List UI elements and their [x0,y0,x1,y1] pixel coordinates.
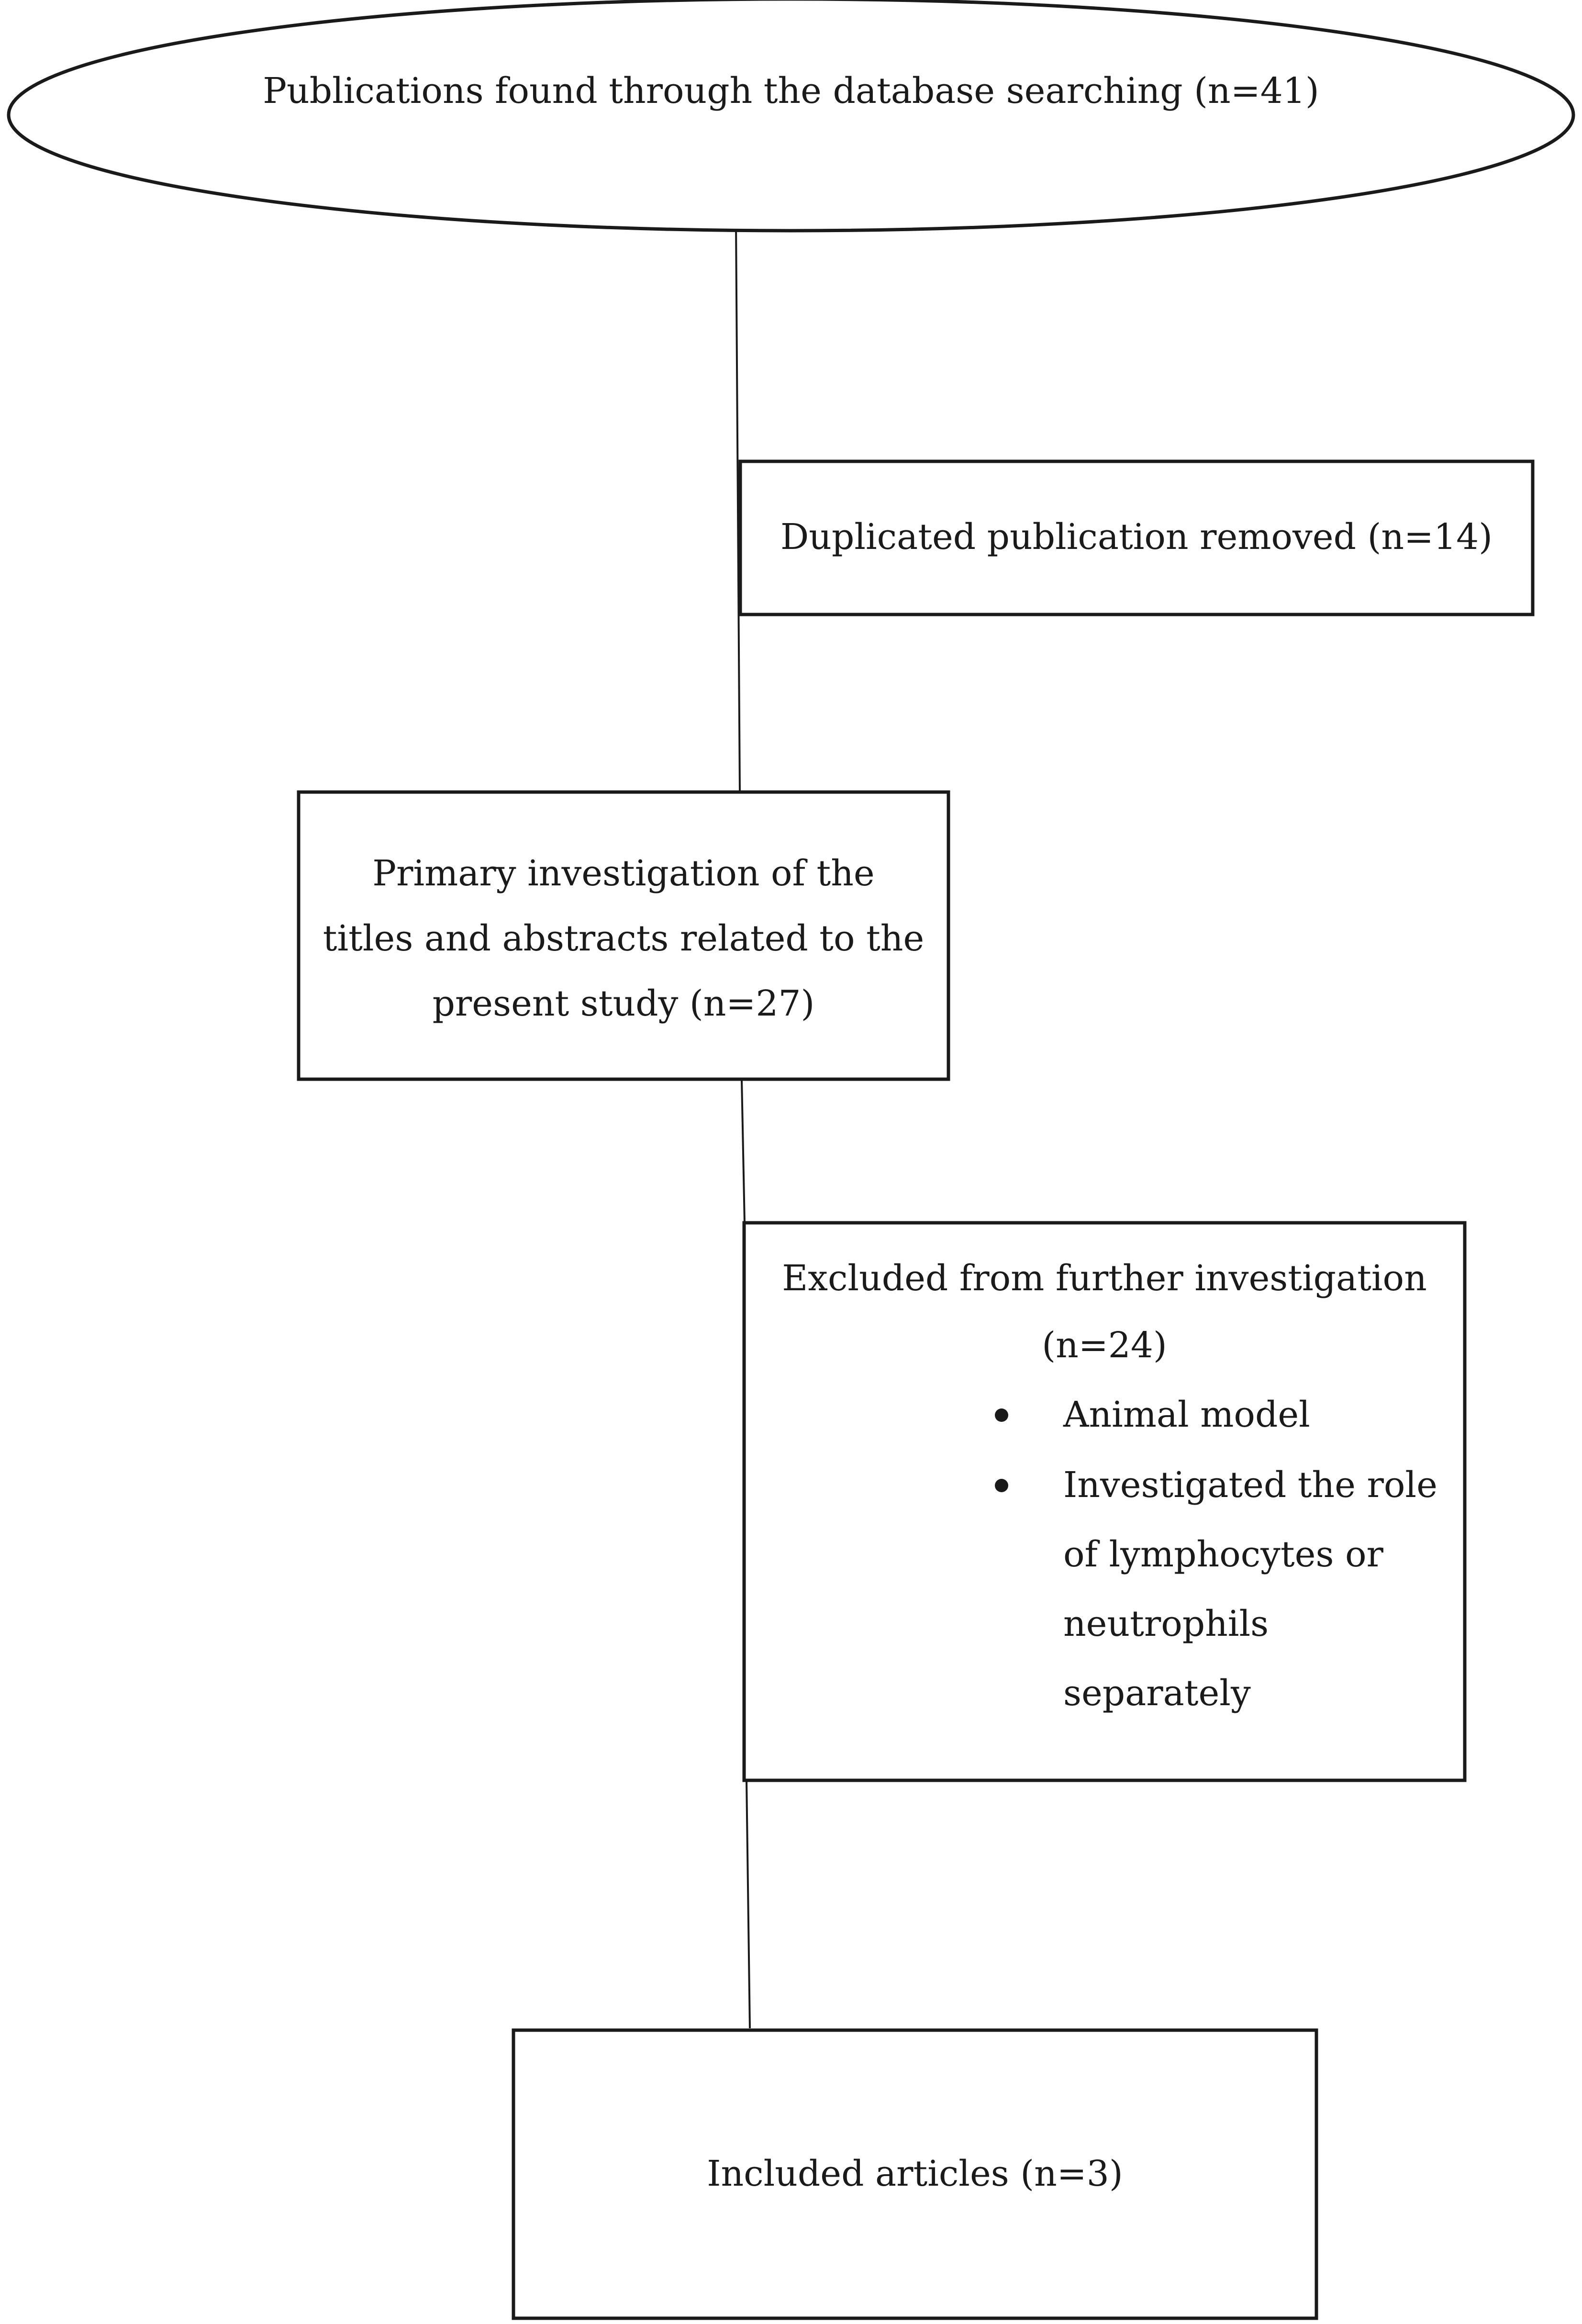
connector-excluded-to-included [746,1779,751,2029]
search-label: Publications found through the database … [263,70,1319,112]
included-box [512,2028,1318,2320]
primary-box [297,790,950,1081]
exclusion-reason: Animal model [1063,1394,1310,1435]
duplicates-box [738,459,1535,616]
connector-primary-to-excluded [741,1080,746,1224]
excluded-box [742,1221,1467,1782]
excluded-title: Excluded from further investigation [782,1258,1427,1299]
bullet-icon [995,1408,1008,1422]
exclusion-reason-continued: of lymphocytes or [1063,1534,1383,1575]
exclusion-reason-continued: neutrophils [1063,1603,1269,1644]
duplicates-label: Duplicated publication removed (n=14) [780,516,1493,558]
search-ellipse [7,0,1575,233]
connector-search-to-primary [735,222,741,792]
bullet-icon [995,1479,1008,1492]
included-label: Included articles (n=3) [707,2153,1123,2194]
primary-line: Primary investigation of the [372,853,875,894]
excluded-count: (n=24) [1042,1325,1167,1366]
primary-line: present study (n=27) [432,983,815,1024]
exclusion-reason-continued: separately [1063,1673,1251,1714]
exclusion-reason: Investigated the role [1063,1464,1437,1506]
primary-line: titles and abstracts related to the [323,918,925,959]
